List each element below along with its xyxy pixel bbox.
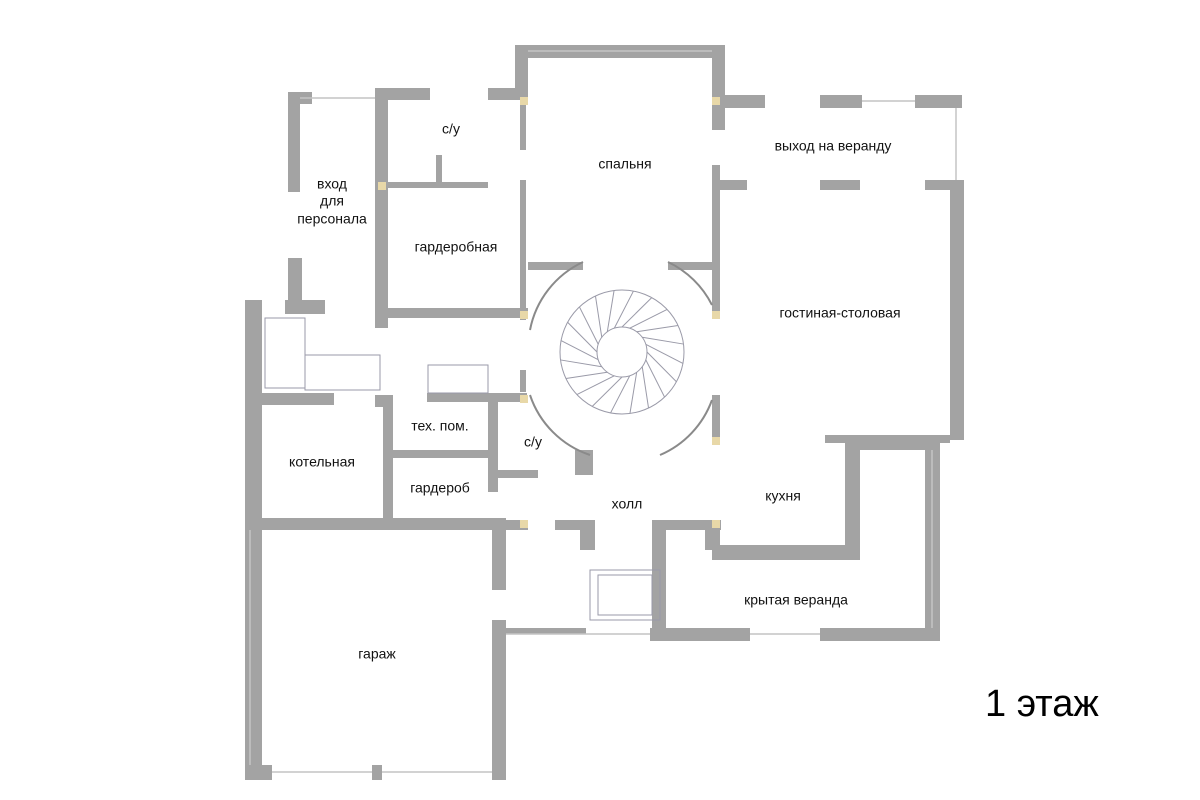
- stair-tread: [613, 290, 634, 329]
- stair-tread: [646, 351, 677, 383]
- walls: [245, 45, 964, 780]
- spiral-staircase: [559, 289, 685, 415]
- room-label-hall: холл: [611, 495, 643, 512]
- room-label-boiler: котельная: [289, 453, 355, 470]
- room-label-covered-veranda: крытая веранда: [744, 591, 848, 608]
- stair-tread: [641, 366, 650, 409]
- stair-tread: [594, 295, 603, 338]
- stair-tread: [629, 308, 668, 329]
- stair-tread: [610, 375, 631, 414]
- room-label-living-dining: гостиная-столовая: [779, 304, 901, 321]
- stair-tread: [645, 343, 684, 364]
- stair-tread: [621, 297, 653, 328]
- room-label-wardrobe-room: гардеробная: [414, 238, 498, 255]
- window-lines: [249, 50, 957, 773]
- room-label-staff-entry-3: персонала: [297, 210, 367, 227]
- room-label-bedroom: спальня: [598, 155, 652, 172]
- room-label-tech-room: тех. пом.: [411, 417, 469, 434]
- room-label-veranda-exit: выход на веранду: [774, 137, 892, 154]
- stair-tread: [560, 340, 599, 361]
- stair-tread: [576, 375, 615, 396]
- stair-tread: [645, 359, 666, 398]
- stair-tread: [578, 306, 599, 345]
- stair-tread: [636, 324, 679, 333]
- room-label-wc-bottom: с/у: [524, 433, 542, 450]
- straight-stairs: [264, 317, 661, 621]
- room-label-wc-top: с/у: [442, 120, 460, 137]
- stair-tread: [642, 336, 684, 345]
- stair-tread: [567, 321, 598, 353]
- stair-tread: [560, 359, 602, 368]
- stair-tread: [565, 371, 608, 380]
- room-label-staff-entry-2: для: [320, 192, 344, 209]
- stair-tread: [606, 290, 615, 332]
- stair-tread: [629, 372, 638, 414]
- room-label-kitchen: кухня: [765, 487, 801, 504]
- floor-title: 1 этаж: [985, 683, 1099, 725]
- room-label-cloakroom: гардероб: [410, 479, 470, 496]
- room-label-staff-entry-1: вход: [317, 175, 347, 192]
- columns: [378, 97, 720, 528]
- room-label-garage: гараж: [358, 645, 396, 662]
- round-hall: [529, 261, 713, 456]
- stair-tread: [591, 376, 623, 407]
